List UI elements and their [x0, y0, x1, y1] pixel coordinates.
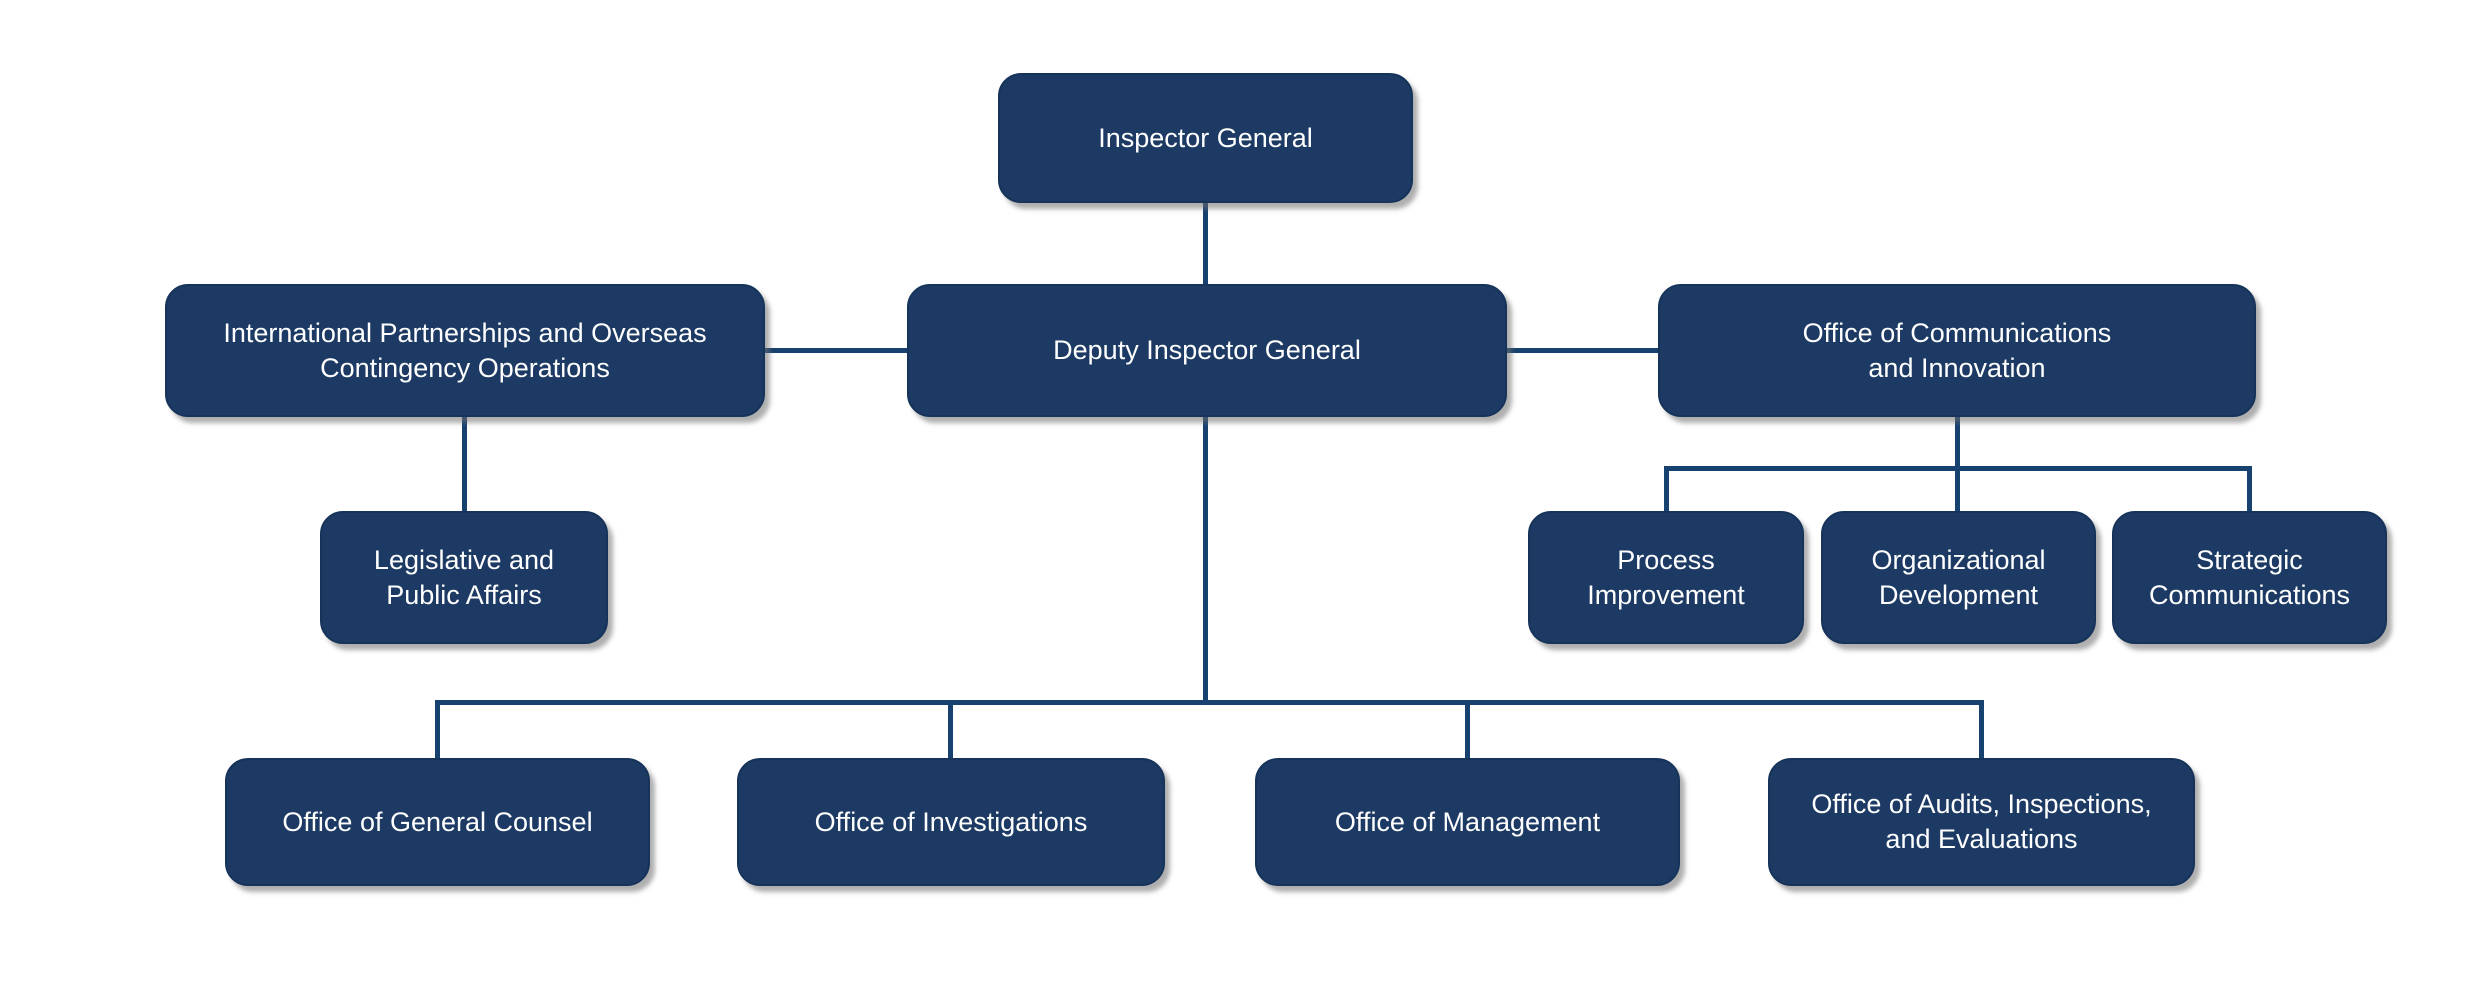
connector-drop-general-counsel	[435, 700, 440, 758]
node-strategic-communications-label: Strategic Communications	[2148, 544, 2351, 610]
node-office-management-label: Office of Management	[1334, 806, 1601, 837]
node-process-improvement: Process Improvement	[1528, 511, 1804, 644]
connector-communications-stem	[1955, 417, 1960, 511]
connector-bottom-bus	[435, 700, 1984, 705]
node-international-partnerships-label: International Partnerships and Overseas …	[223, 317, 707, 383]
connector-intl-to-legislative	[462, 417, 467, 511]
node-organizational-development-label: Organizational Development	[1871, 544, 2046, 610]
node-office-communications-innovation-label: Office of Communications and Innovation	[1802, 317, 2112, 383]
connector-intl-to-deputy	[765, 348, 907, 353]
node-organizational-development: Organizational Development	[1821, 511, 2096, 644]
node-office-audits-inspections-evaluations-label: Office of Audits, Inspections, and Evalu…	[1811, 789, 2152, 854]
node-inspector-general-label: Inspector General	[1098, 122, 1313, 153]
node-office-investigations: Office of Investigations	[737, 758, 1165, 886]
node-inspector-general: Inspector General	[998, 73, 1413, 203]
connector-drop-management	[1465, 700, 1470, 758]
node-office-general-counsel-label: Office of General Counsel	[282, 806, 593, 837]
node-international-partnerships: International Partnerships and Overseas …	[165, 284, 765, 417]
node-office-audits-inspections-evaluations: Office of Audits, Inspections, and Evalu…	[1768, 758, 2195, 886]
node-deputy-inspector-general-label: Deputy Inspector General	[1053, 335, 1361, 365]
node-process-improvement-label: Process Improvement	[1587, 544, 1745, 610]
node-legislative-public-affairs: Legislative and Public Affairs	[320, 511, 608, 644]
connector-drop-investigations	[948, 700, 953, 758]
connector-deputy-stem	[1203, 417, 1208, 702]
node-legislative-public-affairs-label: Legislative and Public Affairs	[373, 544, 555, 610]
node-strategic-communications: Strategic Communications	[2112, 511, 2387, 644]
connector-communications-bus	[1664, 466, 2252, 471]
connector-ig-to-deputy	[1203, 203, 1208, 284]
connector-drop-process-improvement	[1664, 466, 1669, 511]
connector-drop-strategic-communications	[2247, 466, 2252, 511]
node-deputy-inspector-general: Deputy Inspector General	[907, 284, 1507, 417]
connector-deputy-to-communications	[1507, 348, 1658, 353]
node-office-communications-innovation: Office of Communications and Innovation	[1658, 284, 2256, 417]
node-office-management: Office of Management	[1255, 758, 1680, 886]
node-office-investigations-label: Office of Investigations	[814, 806, 1088, 837]
node-office-general-counsel: Office of General Counsel	[225, 758, 650, 886]
connector-drop-audits	[1979, 700, 1984, 758]
